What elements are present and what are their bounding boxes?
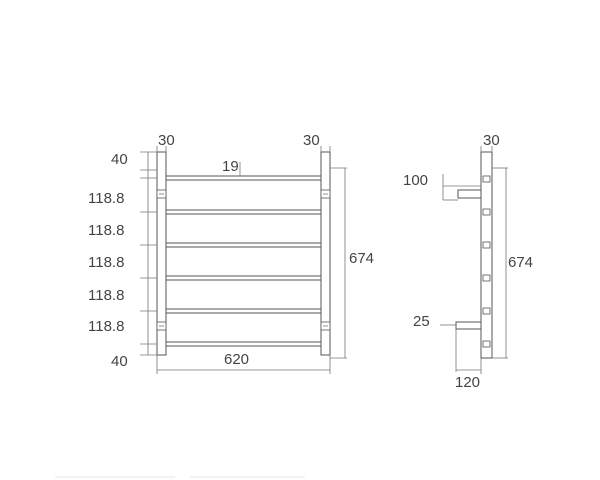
spacing-label-2: 118.8 xyxy=(88,190,124,207)
front-bar-3 xyxy=(165,242,322,248)
front-bottom-dimension: 620 xyxy=(156,351,331,374)
front-right-width-label: 30 xyxy=(303,132,320,149)
front-left-dimensions: 40 118.8 118.8 118.8 118.8 118.8 40 xyxy=(88,151,157,370)
front-right-dimension: 674 xyxy=(330,167,374,359)
spacing-label-7: 40 xyxy=(111,353,128,370)
front-right-upright xyxy=(320,151,331,356)
front-top-dimensions: 30 30 19 xyxy=(156,132,331,176)
front-left-width-label: 30 xyxy=(158,132,175,149)
side-view: 100 25 30 674 120 xyxy=(403,132,533,391)
side-right-dimension: 674 xyxy=(492,167,533,359)
side-top-arm: 100 xyxy=(403,172,482,201)
side-bottom-arm: 25 xyxy=(413,313,482,372)
front-bar-5 xyxy=(165,308,322,314)
front-view: 30 30 19 40 118.8 118.8 118.8 118.8 118.… xyxy=(88,132,374,374)
front-horizontal-bars xyxy=(165,175,322,347)
total-width-label: 620 xyxy=(224,351,249,368)
front-bar-1 xyxy=(165,175,322,181)
spacing-label-1: 40 xyxy=(111,151,128,168)
front-bar-4 xyxy=(165,275,322,281)
side-top-offset-label: 100 xyxy=(403,172,428,189)
front-bar-2 xyxy=(165,209,322,215)
side-bottom-offset-label: 25 xyxy=(413,313,430,330)
side-top-width-label: 30 xyxy=(483,132,500,149)
bar-diameter-label: 19 xyxy=(222,158,239,175)
side-total-height-label: 674 xyxy=(508,254,533,271)
spacing-label-6: 118.8 xyxy=(88,318,124,335)
spacing-label-5: 118.8 xyxy=(88,287,124,304)
side-upright xyxy=(480,151,493,359)
side-top-dimension: 30 xyxy=(480,132,500,152)
spacing-label-3: 118.8 xyxy=(88,222,124,239)
front-brackets xyxy=(156,189,331,331)
side-brackets xyxy=(482,175,491,348)
spacing-label-4: 118.8 xyxy=(88,254,124,271)
side-bottom-dimension: 120 xyxy=(455,358,482,391)
side-depth-label: 120 xyxy=(455,374,480,391)
front-left-upright xyxy=(156,151,167,356)
front-bar-6 xyxy=(165,341,322,347)
front-total-height-label: 674 xyxy=(349,250,374,267)
